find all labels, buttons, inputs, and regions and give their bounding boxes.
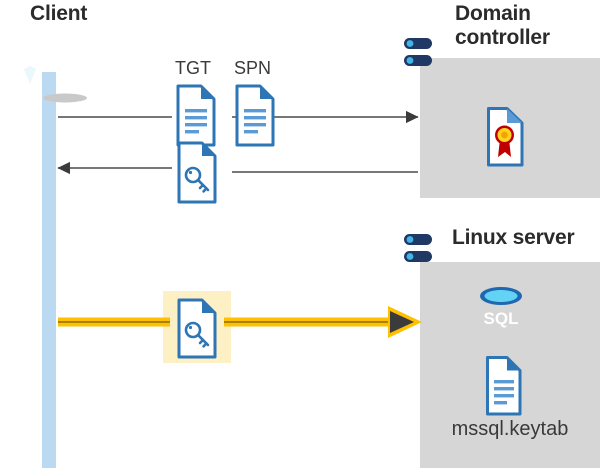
linux-server-icon bbox=[398, 224, 438, 290]
sql-database-icon: SQL bbox=[480, 287, 522, 340]
certificate-document-icon bbox=[487, 107, 524, 167]
flow-present-ticket-linux bbox=[58, 306, 422, 338]
domain-controller-title: Domain controller bbox=[455, 2, 550, 49]
sql-badge-text: SQL bbox=[484, 309, 519, 328]
client-lifeline bbox=[42, 72, 56, 468]
client-title: Client bbox=[30, 2, 88, 25]
service-ticket-key-document-icon bbox=[177, 298, 217, 359]
spn-label: SPN bbox=[234, 58, 272, 78]
keytab-document-icon bbox=[486, 356, 522, 416]
domain-controller-server-icon bbox=[398, 28, 438, 94]
keytab-filename-label: mssql.keytab bbox=[451, 418, 569, 440]
tgt-document-icon bbox=[176, 84, 216, 147]
spn-document-icon bbox=[235, 84, 275, 147]
ticket-key-document-icon bbox=[177, 141, 217, 204]
tgt-label: TGT bbox=[175, 58, 211, 78]
linux-server-title: Linux server bbox=[452, 226, 575, 249]
client-workstation-icon bbox=[6, 30, 102, 103]
flow-issue-service-ticket bbox=[57, 161, 418, 175]
